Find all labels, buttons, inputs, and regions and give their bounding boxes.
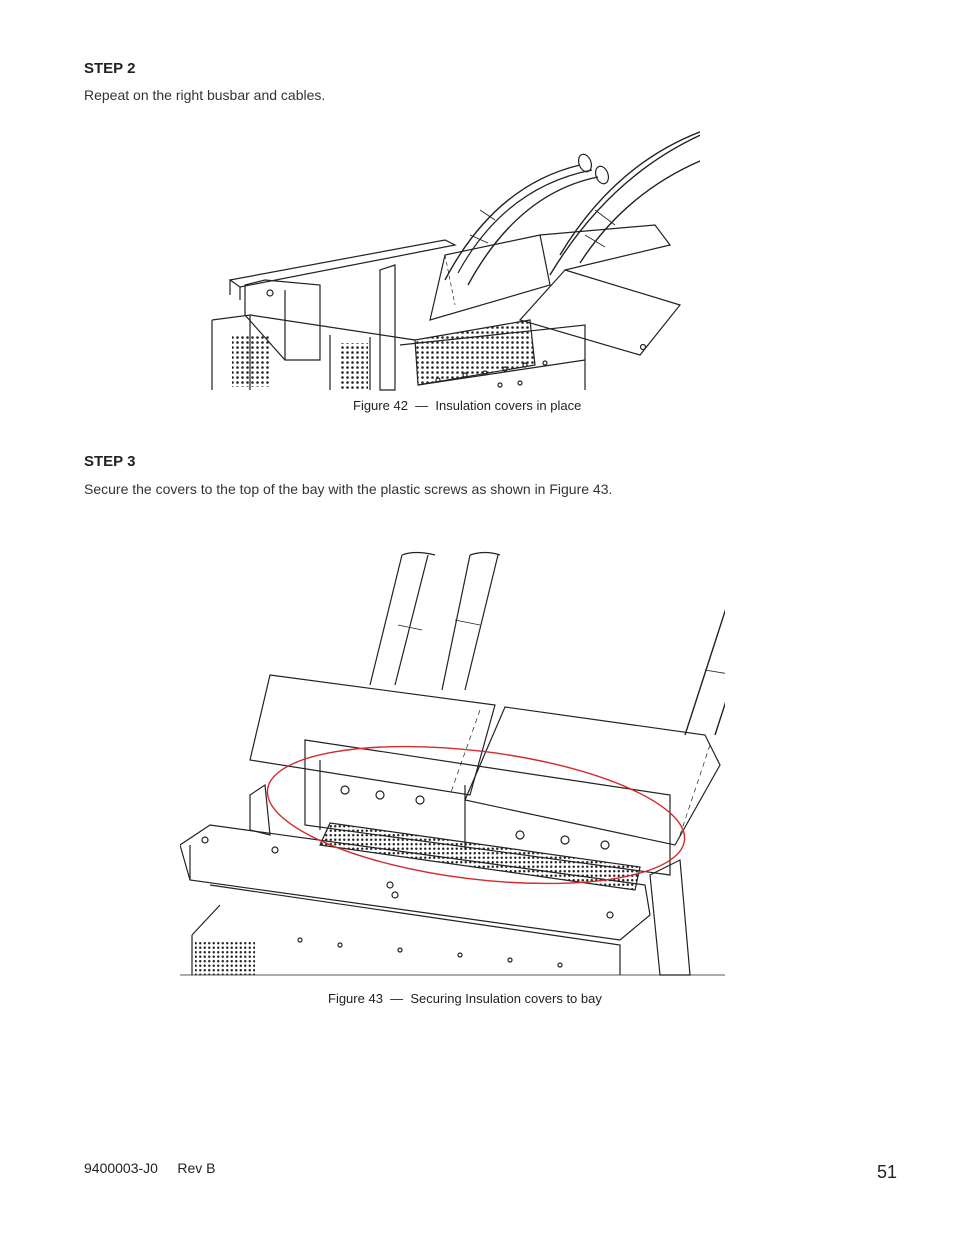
highlight-ellipse [266, 745, 686, 885]
figure-43-illustration [180, 551, 725, 976]
figure-42-caption: Figure 42 — Insulation covers in place [353, 398, 582, 413]
figure-43-caption: Figure 43 — Securing Insulation covers t… [328, 991, 602, 1006]
step-3-text: Secure the covers to the top of the bay … [84, 481, 613, 497]
page-number: 51 [877, 1162, 898, 1182]
step-2-heading: STEP 2 [84, 60, 136, 77]
document-id: 9400003-J0 Rev B [84, 1160, 216, 1176]
figure-42-illustration [211, 131, 700, 391]
step-2-text: Repeat on the right busbar and cables. [84, 87, 326, 103]
step-3-heading: STEP 3 [84, 453, 136, 470]
